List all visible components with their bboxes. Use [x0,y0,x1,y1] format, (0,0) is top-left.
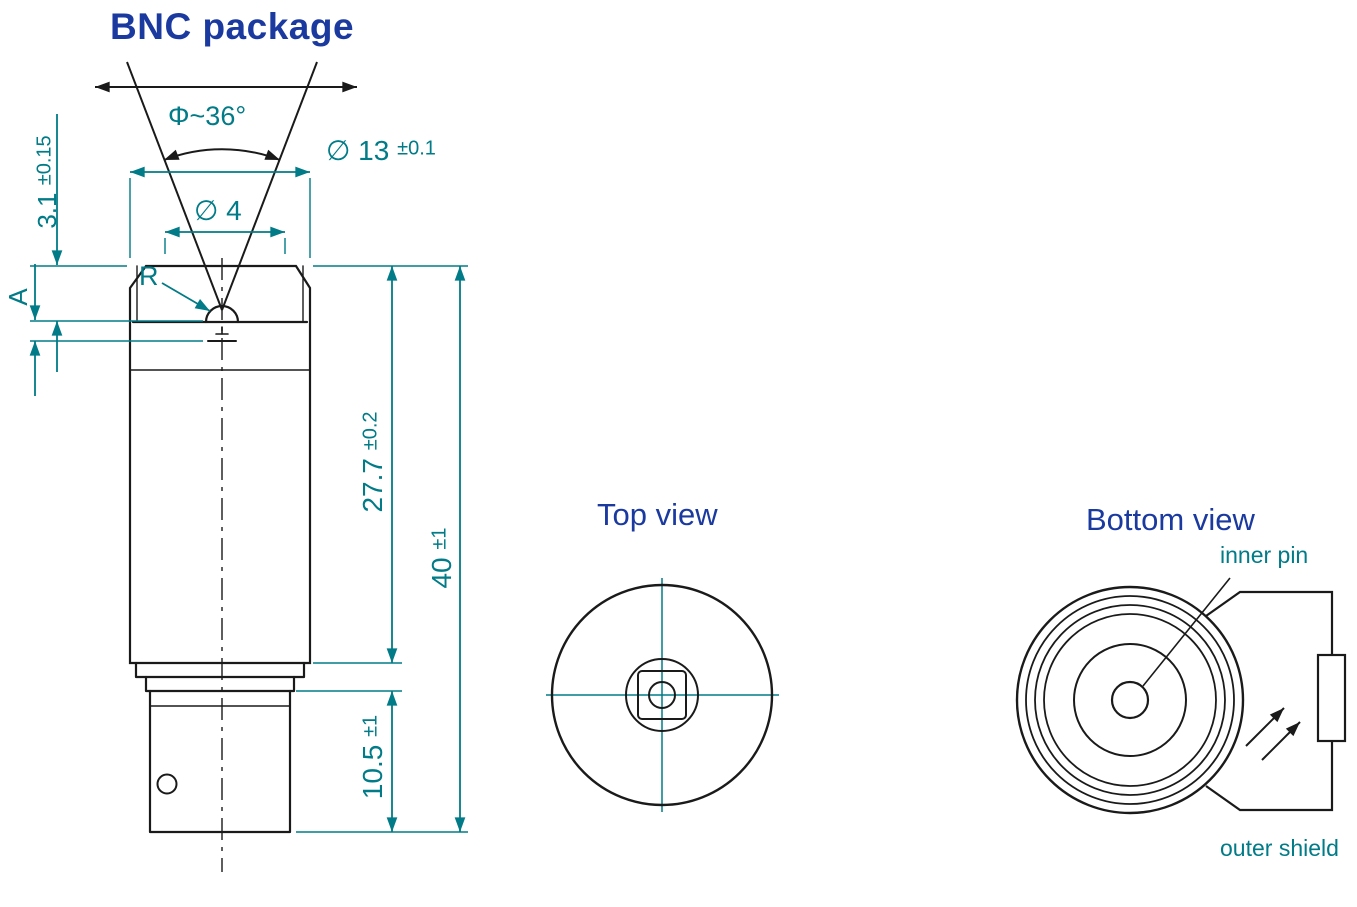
height-10-5-tolerance: ±1 [359,714,382,737]
height-27-7-dimension-label: 27.7 ±0.2 [357,411,388,513]
bottom-view-label: Bottom view [1086,502,1255,537]
dia-4-value: ∅ 4 [194,195,242,226]
page-title: BNC package [110,6,355,47]
outer-shield-label: outer shield [1220,835,1339,861]
height-3-1-value: 3.1 [32,192,62,229]
height-3-1-tolerance: ±0.15 [33,135,56,186]
bottom-view-drawing [1015,577,1347,815]
photodiode-symbol [1205,590,1347,812]
dia-13-value: ∅ 13 [326,135,390,166]
height-10-5-dimension-label: 10.5 ±1 [357,714,388,800]
beam-angle-label: Φ~36° [168,101,247,131]
inner-pin-label: inner pin [1220,542,1309,568]
inner-pin-leader [1142,577,1231,687]
height-27-7-value: 27.7 [357,458,388,513]
height-10-5-value: 10.5 [357,744,388,800]
dimension-a-label: A [3,288,33,306]
top-view-label: Top view [597,497,718,532]
beam-cone [95,61,357,311]
height-40-tolerance: ±1 [428,527,451,550]
dia-13-tolerance: ±0.1 [397,137,436,160]
top-view-crosshair [546,578,779,812]
dia-13-dimension-label: ∅ 13 ±0.1 [326,137,436,165]
height-27-7-tolerance: ±0.2 [359,411,382,451]
dimension-lines [29,114,468,833]
height-3-1-dimension-label: 3.1 ±0.15 [32,135,62,229]
top-view-drawing [546,578,779,812]
radius-r-label: R [139,261,159,291]
light-arrows [1245,707,1301,761]
side-view-outline [128,264,312,834]
bnc-connector-face [1015,585,1245,815]
dia-4-dimension-label: ∅ 4 [194,197,242,225]
height-40-value: 40 [426,557,457,589]
height-40-dimension-label: 40 ±1 [426,527,457,589]
